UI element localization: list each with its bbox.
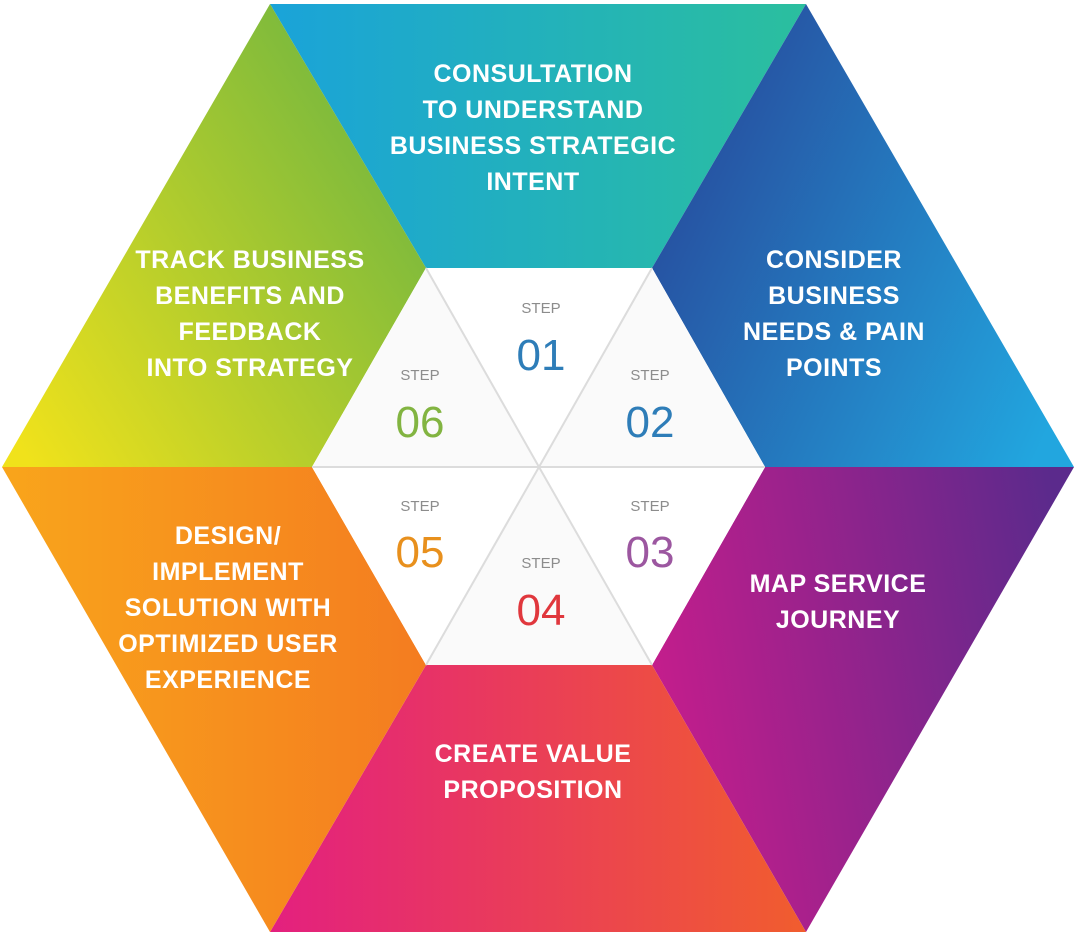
segment-step-02 [652,4,1074,467]
inner-triangle [539,467,765,665]
inner-triangle [312,268,539,467]
step-word-02: STEP [630,367,669,384]
segment-label-line: TRACK BUSINESS [135,246,364,274]
inner-hexagon [312,267,765,666]
segment-label-line: CONSULTATION [433,60,632,88]
step-number-06: 06 [396,398,445,447]
segment-label-line: INTENT [486,168,579,196]
segment-label-line: INTO STRATEGY [147,354,354,382]
segment-label-line: CONSIDER [766,246,902,274]
inner-triangle [539,268,765,467]
step-word-05: STEP [400,498,439,515]
segment-label-line: TO UNDERSTAND [423,96,644,124]
segment-label-line: BUSINESS STRATEGIC [390,132,676,160]
inner-divider-line [538,466,653,666]
segment-label-line: DESIGN/ [175,522,281,550]
segment-label-line: IMPLEMENT [152,558,304,586]
segment-label-line: JOURNEY [776,606,900,634]
segment-step-06 [2,4,426,467]
step-word-03: STEP [630,498,669,515]
segment-label-step-04: CREATE VALUE PROPOSITION [435,740,632,804]
segment-label-line: EXPERIENCE [145,666,311,694]
segment-label-line: BENEFITS AND [155,282,345,310]
segment-label-line: OPTIMIZED USER [118,630,338,658]
inner-divider-line [425,267,540,468]
segment-label-line: FEEDBACK [179,318,322,346]
segment-label-step-03: MAP SERVICE JOURNEY [750,570,927,634]
inner-triangle [426,268,652,467]
segment-step-01 [270,4,806,268]
segment-step-04 [270,665,806,932]
segment-label-step-01: CONSULTATION TO UNDERSTAND BUSINESS STRATE… [390,60,676,196]
inner-divider-line [538,267,653,468]
inner-divider-line [425,466,540,666]
step-word-04: STEP [521,555,560,572]
segment-label-line: PROPOSITION [443,776,622,804]
segment-labels: CONSULTATION TO UNDERSTAND BUSINESS STRATE… [118,60,926,804]
outer-segments [2,4,1074,932]
segment-label-line: MAP SERVICE [750,570,927,598]
segment-step-03 [652,467,1074,932]
step-word-01: STEP [521,300,560,317]
step-word-06: STEP [400,367,439,384]
segment-label-step-06: TRACK BUSINESS BENEFITS AND FEEDBACK INTO S… [135,246,364,382]
step-number-03: 03 [626,528,675,577]
segment-step-05 [2,467,426,932]
segment-label-step-05: DESIGN/IMPLEMENT SOLUTION WITH OPTIMIZED U… [118,522,338,694]
segment-label-step-02: CONSIDER BUSINESS NEEDS & PAIN POINTS [743,246,925,382]
inner-triangle [426,467,652,665]
step-number-01: 01 [517,331,566,380]
step-number-04: 04 [517,586,566,635]
step-number-05: 05 [396,528,445,577]
step-number-02: 02 [626,398,675,447]
segment-label-line: BUSINESS [768,282,900,310]
segment-label-line: NEEDS & PAIN [743,318,925,346]
segment-label-line: CREATE VALUE [435,740,632,768]
segment-label-line: POINTS [786,354,882,382]
segment-label-line: SOLUTION WITH [125,594,331,622]
inner-triangle [312,467,539,665]
